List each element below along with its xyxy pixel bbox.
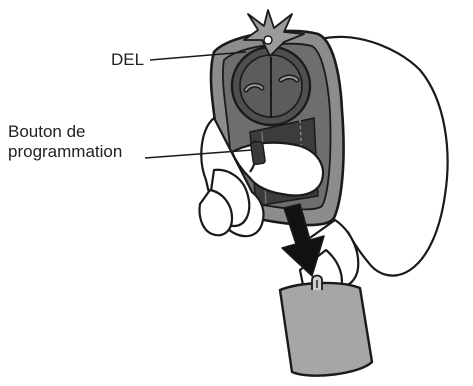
programming-button <box>251 141 266 164</box>
led-light <box>264 36 272 44</box>
programming-button-label-line1: Bouton de <box>8 122 122 142</box>
battery-cover <box>280 276 372 376</box>
led-label: DEL <box>111 50 144 70</box>
programming-button-label-line2: programmation <box>8 142 122 162</box>
programming-button-label: Bouton de programmation <box>8 122 122 162</box>
